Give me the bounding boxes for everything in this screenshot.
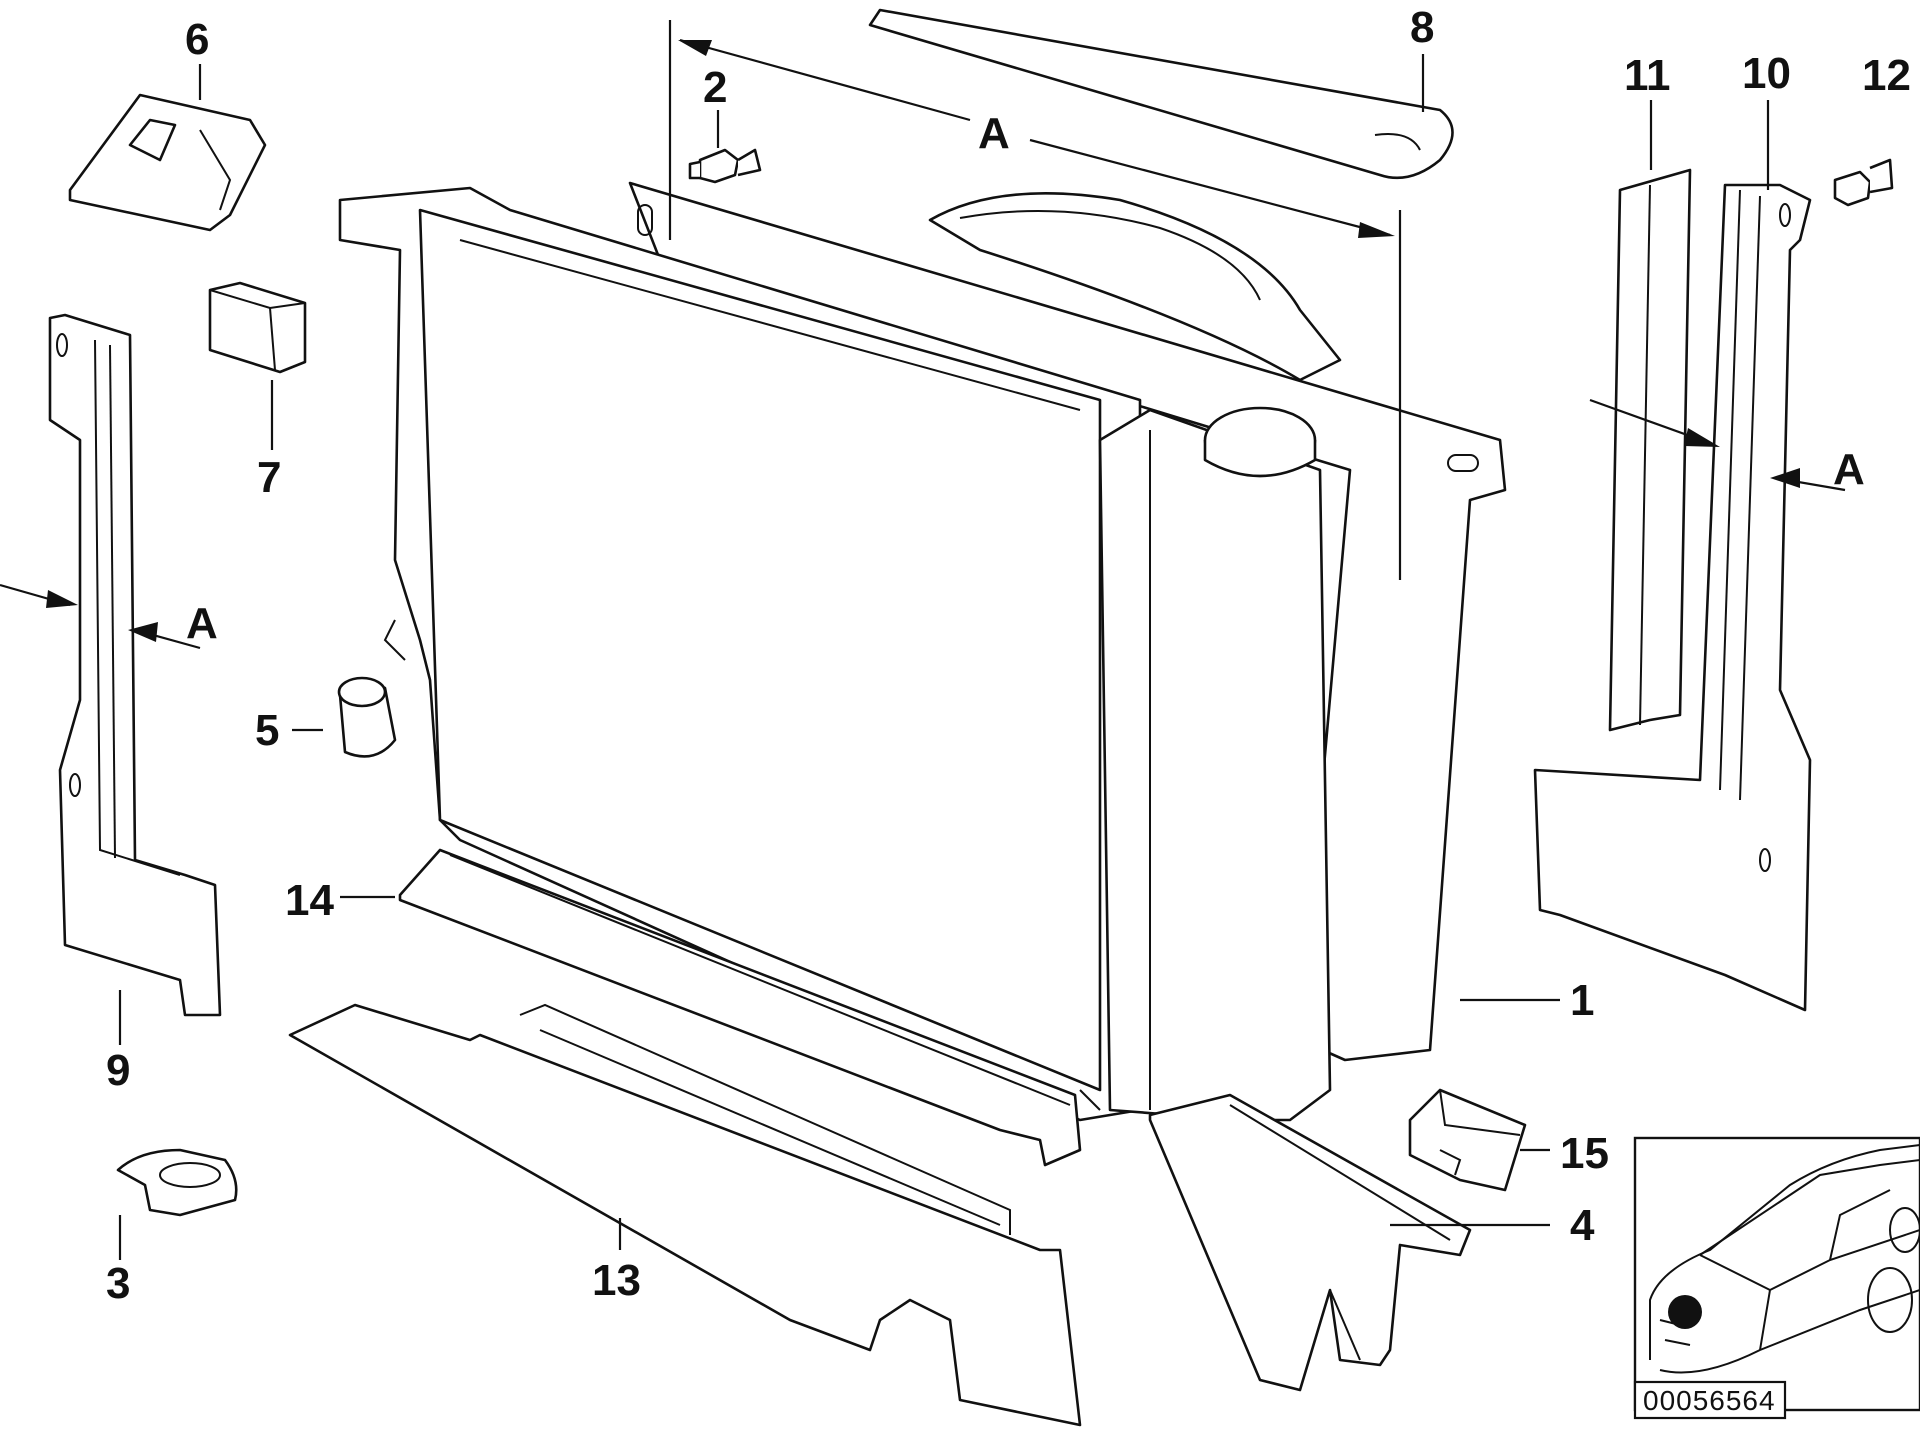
part-5-rubber-mount [337, 676, 397, 758]
section-mark-a-right: A [1833, 445, 1865, 494]
part-4-lower-bracket [1148, 1093, 1472, 1392]
expansion-tank [1098, 406, 1332, 1122]
car-locator-inset [1633, 1136, 1920, 1412]
callout-8: 8 [1410, 3, 1434, 52]
callout-10: 10 [1742, 49, 1791, 98]
section-mark-a-top: A [978, 109, 1010, 158]
leader-lines [118, 54, 1770, 1260]
part-13-bottom-duct [288, 1003, 1082, 1427]
callout-7: 7 [257, 453, 281, 502]
part-7-bracket [208, 281, 307, 374]
section-mark-a-left: A [186, 599, 218, 648]
radiator [338, 186, 1142, 1122]
part-3-clip-ring [116, 1148, 238, 1217]
part-6-clip [68, 93, 267, 232]
callout-11: 11 [1624, 51, 1671, 100]
callout-6: 6 [185, 15, 209, 64]
part-8-top-seal [868, 8, 1454, 180]
part-9-left-panel [48, 313, 222, 1017]
callout-1: 1 [1570, 976, 1594, 1025]
dimension-lines [0, 20, 1846, 650]
part-11-right-strip [1608, 168, 1692, 732]
part-2-rivet [688, 148, 762, 184]
callout-9: 9 [106, 1046, 130, 1095]
reference-number: 00056564 [1643, 1385, 1776, 1416]
callout-3: 3 [106, 1259, 130, 1308]
part-12-rivet [1833, 158, 1894, 207]
part-15-bracket [1408, 1088, 1527, 1192]
callout-14: 14 [285, 876, 334, 925]
reference-box: 00056564 [1633, 1380, 1787, 1420]
callout-4: 4 [1570, 1201, 1595, 1250]
callout-5: 5 [255, 706, 279, 755]
part-10-right-panel [1533, 183, 1812, 1012]
callout-2: 2 [703, 63, 727, 112]
callout-13: 13 [592, 1256, 641, 1305]
callout-12: 12 [1862, 51, 1911, 100]
callout-labels: 1 2 3 4 5 6 7 8 9 10 11 12 13 14 15 A A … [106, 3, 1911, 1308]
part-14-lower-deflector [398, 848, 1082, 1167]
callout-15: 15 [1560, 1129, 1609, 1178]
location-dot [1668, 1295, 1702, 1329]
